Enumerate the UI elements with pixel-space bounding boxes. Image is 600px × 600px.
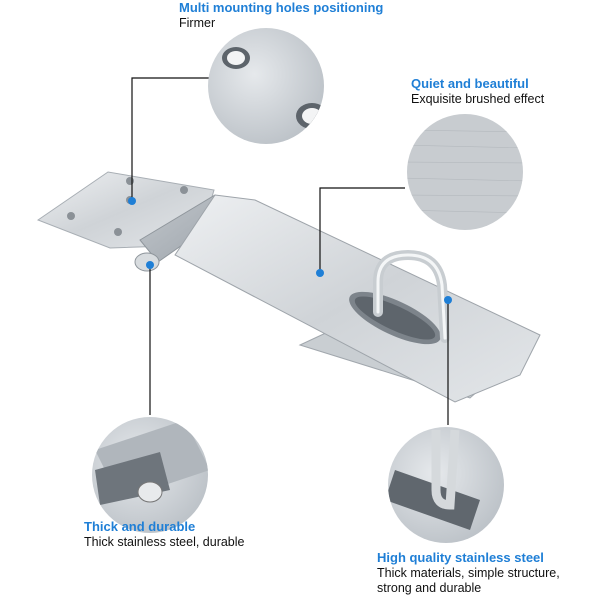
marker-dots bbox=[128, 197, 452, 304]
callout-title: Quiet and beautiful bbox=[411, 76, 529, 91]
callout-mounting-holes: Multi mounting holes positioning Firmer bbox=[179, 0, 419, 31]
callout-stainless-steel: High quality stainless steel Thick mater… bbox=[377, 550, 577, 596]
callout-title: High quality stainless steel bbox=[377, 550, 544, 565]
callout-desc: Thick materials, simple structure, stron… bbox=[377, 565, 560, 595]
callout-desc: Firmer bbox=[179, 15, 216, 30]
callout-thick-durable: Thick and durable Thick stainless steel,… bbox=[84, 519, 324, 550]
callout-desc: Exquisite brushed effect bbox=[411, 91, 545, 106]
callout-title: Multi mounting holes positioning bbox=[179, 0, 384, 15]
zoom-circle-brushed-surface bbox=[407, 114, 523, 230]
leader-lines bbox=[131, 77, 449, 425]
callout-brushed-effect: Quiet and beautiful Exquisite brushed ef… bbox=[411, 76, 596, 107]
callout-desc: Thick stainless steel, durable bbox=[84, 534, 245, 549]
zoom-circle-staple bbox=[388, 427, 504, 543]
callout-title: Thick and durable bbox=[84, 519, 196, 534]
zoom-circle-hinge bbox=[92, 417, 208, 533]
staple-loop bbox=[373, 249, 450, 343]
zoom-circle-mounting-holes bbox=[208, 28, 324, 144]
